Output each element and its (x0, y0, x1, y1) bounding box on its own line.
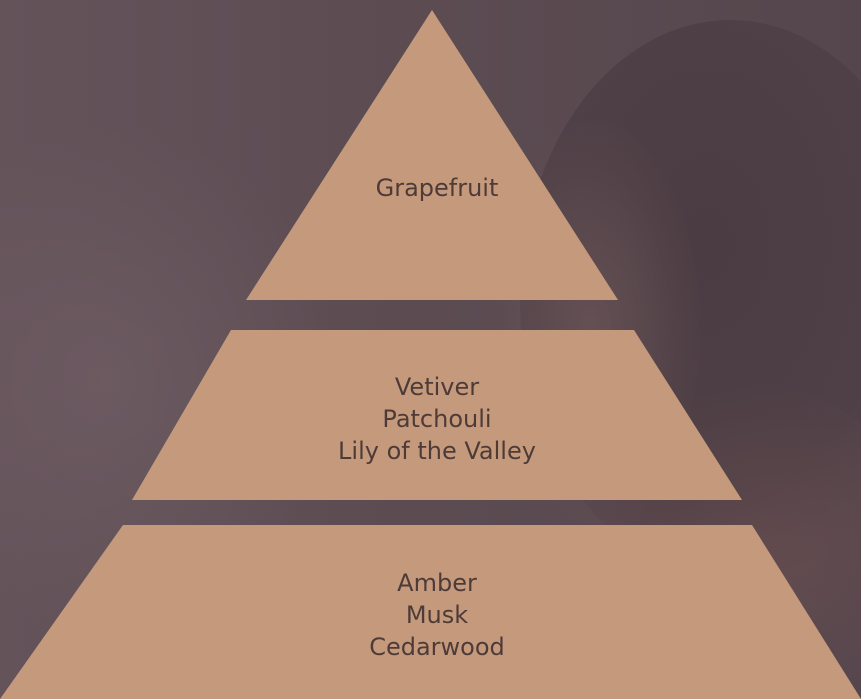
top-tier-label: Grapefruit (332, 172, 542, 204)
base-note-3: Cedarwood (369, 633, 505, 661)
base-tier-label: Amber Musk Cedarwood (312, 567, 562, 663)
middle-note-3: Lily of the Valley (338, 437, 536, 465)
top-tier-shape (246, 10, 618, 300)
base-note-2: Musk (405, 601, 469, 629)
top-note-1: Grapefruit (375, 174, 499, 202)
middle-tier-label: Vetiver Patchouli Lily of the Valley (287, 371, 587, 467)
middle-note-2: Patchouli (382, 405, 492, 433)
base-note-1: Amber (397, 569, 477, 597)
base-tier-shape (0, 525, 861, 699)
middle-note-1: Vetiver (394, 373, 480, 401)
middle-tier-shape (132, 330, 742, 500)
